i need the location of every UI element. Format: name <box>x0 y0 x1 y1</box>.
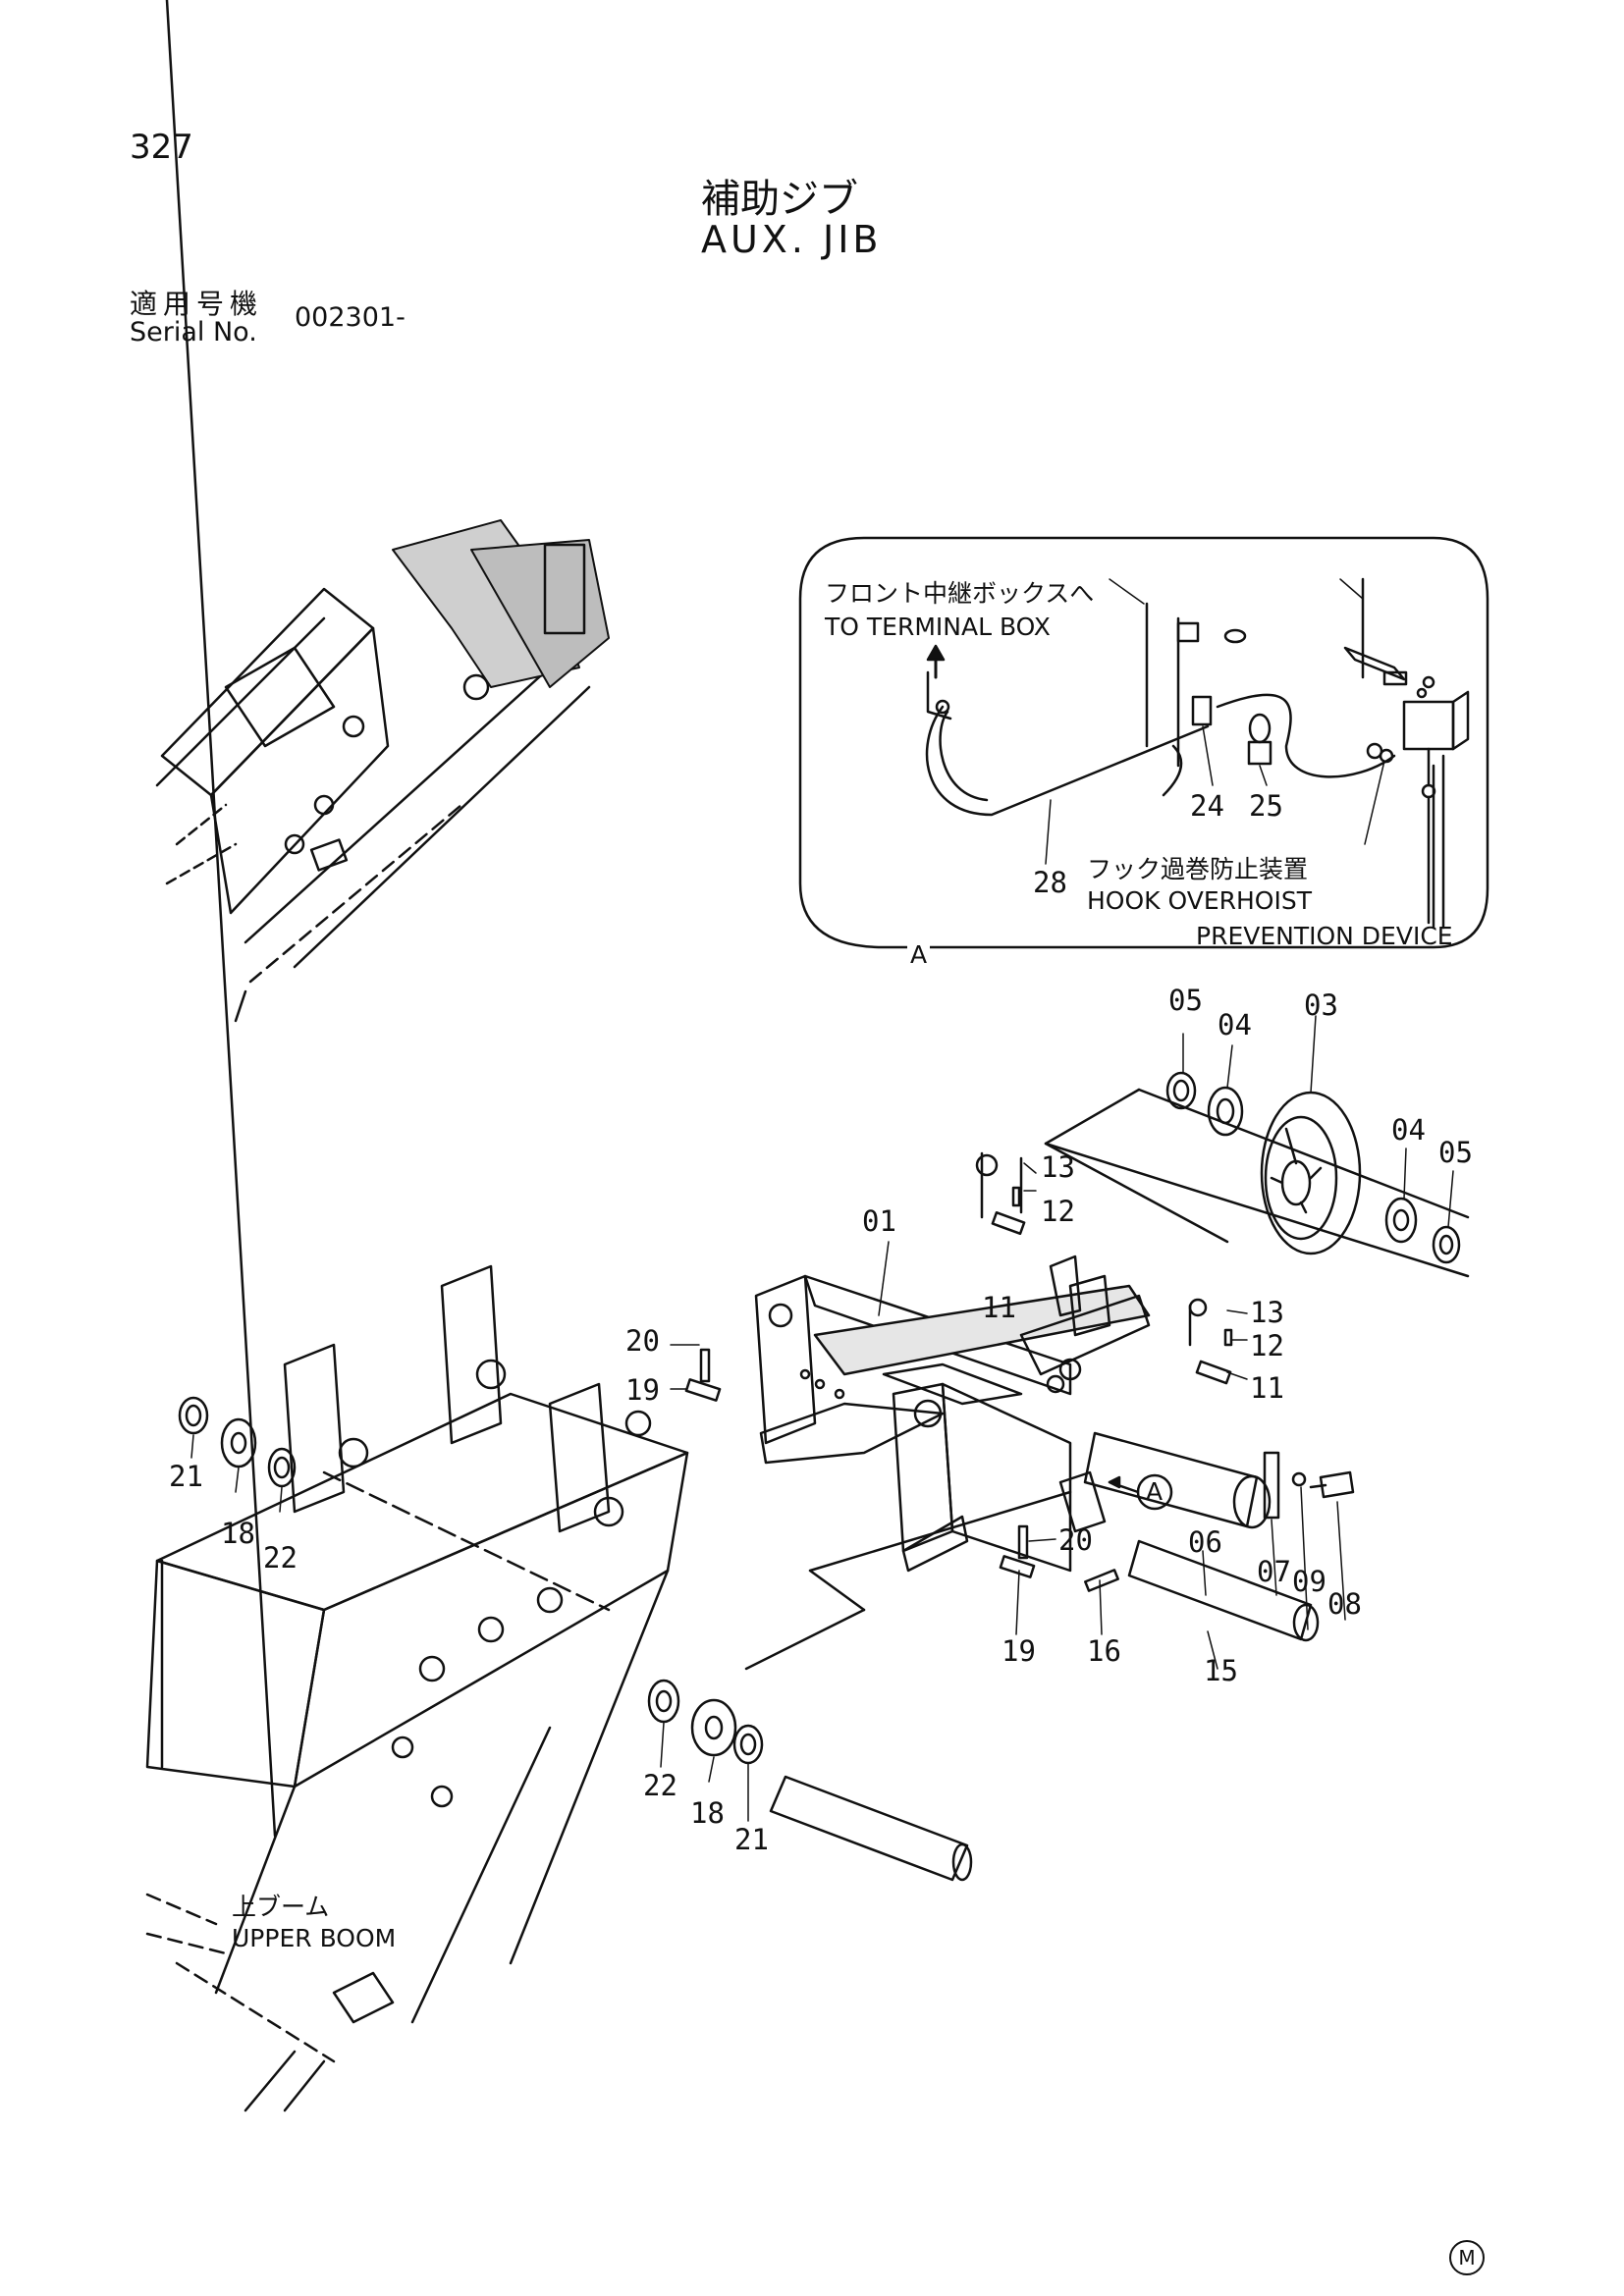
upper-boom-label: UPPER BOOM <box>232 1924 397 1952</box>
hook-overhoist-label-line1: HOOK OVERHOIST <box>1087 886 1312 915</box>
part-number-19-lower: 19 <box>1001 1634 1036 1668</box>
part-number-21-left: 21 <box>169 1460 203 1493</box>
to-terminal-box-label: TO TERMINAL BOX <box>825 613 1051 641</box>
part-number-01: 01 <box>862 1204 896 1238</box>
to-terminal-box-label-japanese: フロント中継ボックスへ <box>825 579 1095 608</box>
serial-label-english: Serial No. <box>130 317 257 347</box>
part-number-13-right: 13 <box>1250 1296 1284 1329</box>
upper-boom-label-japanese: 上ブーム <box>232 1893 330 1921</box>
page-title-english: AUX. JIB <box>701 218 883 261</box>
part-number-12-top: 12 <box>1041 1195 1075 1228</box>
manufacturer-mark: M <box>1449 2240 1485 2275</box>
part-number-25: 25 <box>1249 789 1283 823</box>
part-number-19-left: 19 <box>625 1373 660 1407</box>
part-number-20-lower: 20 <box>1058 1523 1093 1557</box>
part-number-11-right: 11 <box>1250 1371 1284 1405</box>
part-number-04-top: 04 <box>1218 1008 1252 1041</box>
detail-reference-a: A <box>1146 1477 1164 1506</box>
part-number-21-lower: 21 <box>734 1823 769 1856</box>
part-number-20-left: 20 <box>625 1324 660 1358</box>
part-number-18-lower: 18 <box>690 1796 725 1830</box>
part-number-03: 03 <box>1304 988 1338 1022</box>
page-title-japanese: 補助ジブ <box>701 177 858 222</box>
detail-a-inset <box>798 536 1489 949</box>
part-number-15: 15 <box>1204 1654 1238 1687</box>
page-number: 327 <box>130 128 193 167</box>
part-number-07: 07 <box>1257 1555 1291 1588</box>
part-number-04-right: 04 <box>1391 1113 1426 1147</box>
hook-overhoist-label-japanese: フック過巻防止装置 <box>1087 855 1309 883</box>
part-number-22-left: 22 <box>263 1541 298 1575</box>
part-number-11-top: 11 <box>982 1291 1016 1324</box>
part-number-06: 06 <box>1188 1525 1222 1559</box>
part-number-05-right: 05 <box>1438 1136 1473 1169</box>
part-number-05-top: 05 <box>1168 984 1203 1017</box>
part-number-13-top: 13 <box>1041 1150 1075 1184</box>
part-number-16: 16 <box>1087 1634 1121 1668</box>
detail-callout-letter: A <box>907 942 931 967</box>
main-exploded-view <box>145 0 1470 2112</box>
serial-number-value: 002301- <box>295 302 406 333</box>
part-number-08: 08 <box>1327 1587 1362 1621</box>
part-number-22-lower: 22 <box>643 1769 677 1802</box>
part-number-18-left: 18 <box>221 1517 255 1550</box>
part-number-12-right: 12 <box>1250 1329 1284 1362</box>
part-number-09: 09 <box>1292 1565 1326 1598</box>
part-number-24: 24 <box>1190 789 1224 823</box>
hook-overhoist-label-line2: PREVENTION DEVICE <box>1196 922 1453 950</box>
serial-label-japanese: 適用号機 <box>130 288 264 320</box>
part-number-28: 28 <box>1033 866 1067 899</box>
overview-boom-sketch <box>155 519 610 1023</box>
